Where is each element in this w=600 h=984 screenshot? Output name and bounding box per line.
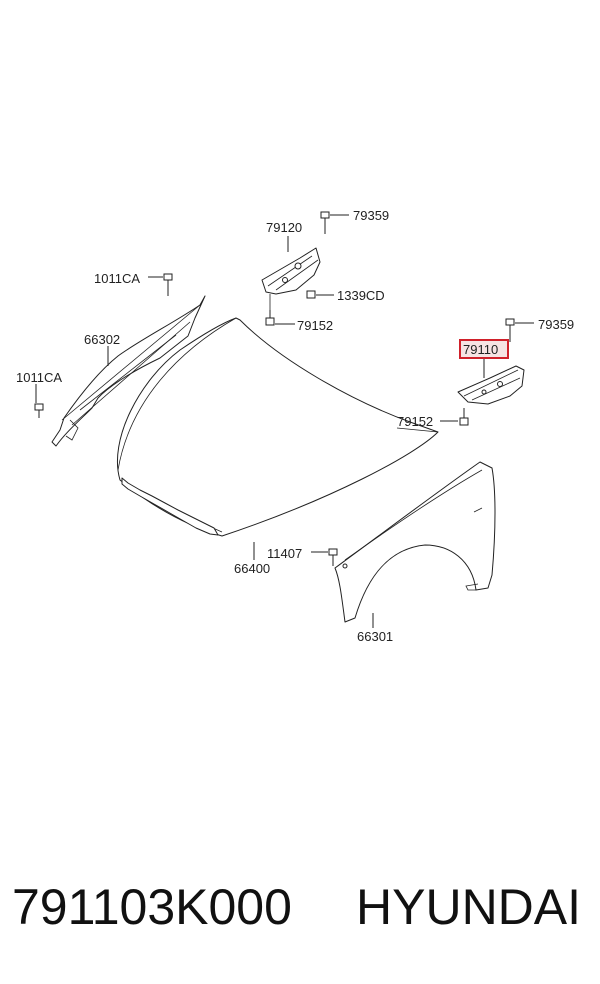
label-79152-top: 79152 — [297, 318, 333, 333]
bolt-icons — [34, 211, 515, 566]
label-66400: 66400 — [234, 561, 270, 576]
label-79120: 79120 — [266, 220, 302, 235]
label-79359-right: 79359 — [538, 317, 574, 332]
hinge-79110 — [457, 365, 525, 405]
apron-panel — [51, 295, 206, 447]
part-number-text: 791103K000 — [12, 879, 292, 935]
label-66302: 66302 — [84, 332, 120, 347]
highlight-box — [459, 339, 509, 359]
label-1339cd: 1339CD — [337, 288, 385, 303]
fender-panel — [334, 461, 496, 623]
leader-lines — [35, 214, 534, 628]
label-1011ca-top: 1011CA — [94, 271, 140, 286]
label-11407: 11407 — [267, 546, 302, 561]
hinge-79120 — [261, 247, 321, 315]
label-79152-right: 79152 — [397, 414, 433, 429]
label-79110: 79110 — [463, 342, 498, 357]
label-66301: 66301 — [357, 629, 393, 644]
label-1011ca-left: 1011CA — [16, 370, 62, 385]
brand-text: HYUNDAI — [356, 879, 582, 935]
footer-caption: 791103K000 HYUNDAI — [0, 878, 600, 948]
label-79359-top: 79359 — [353, 208, 389, 223]
